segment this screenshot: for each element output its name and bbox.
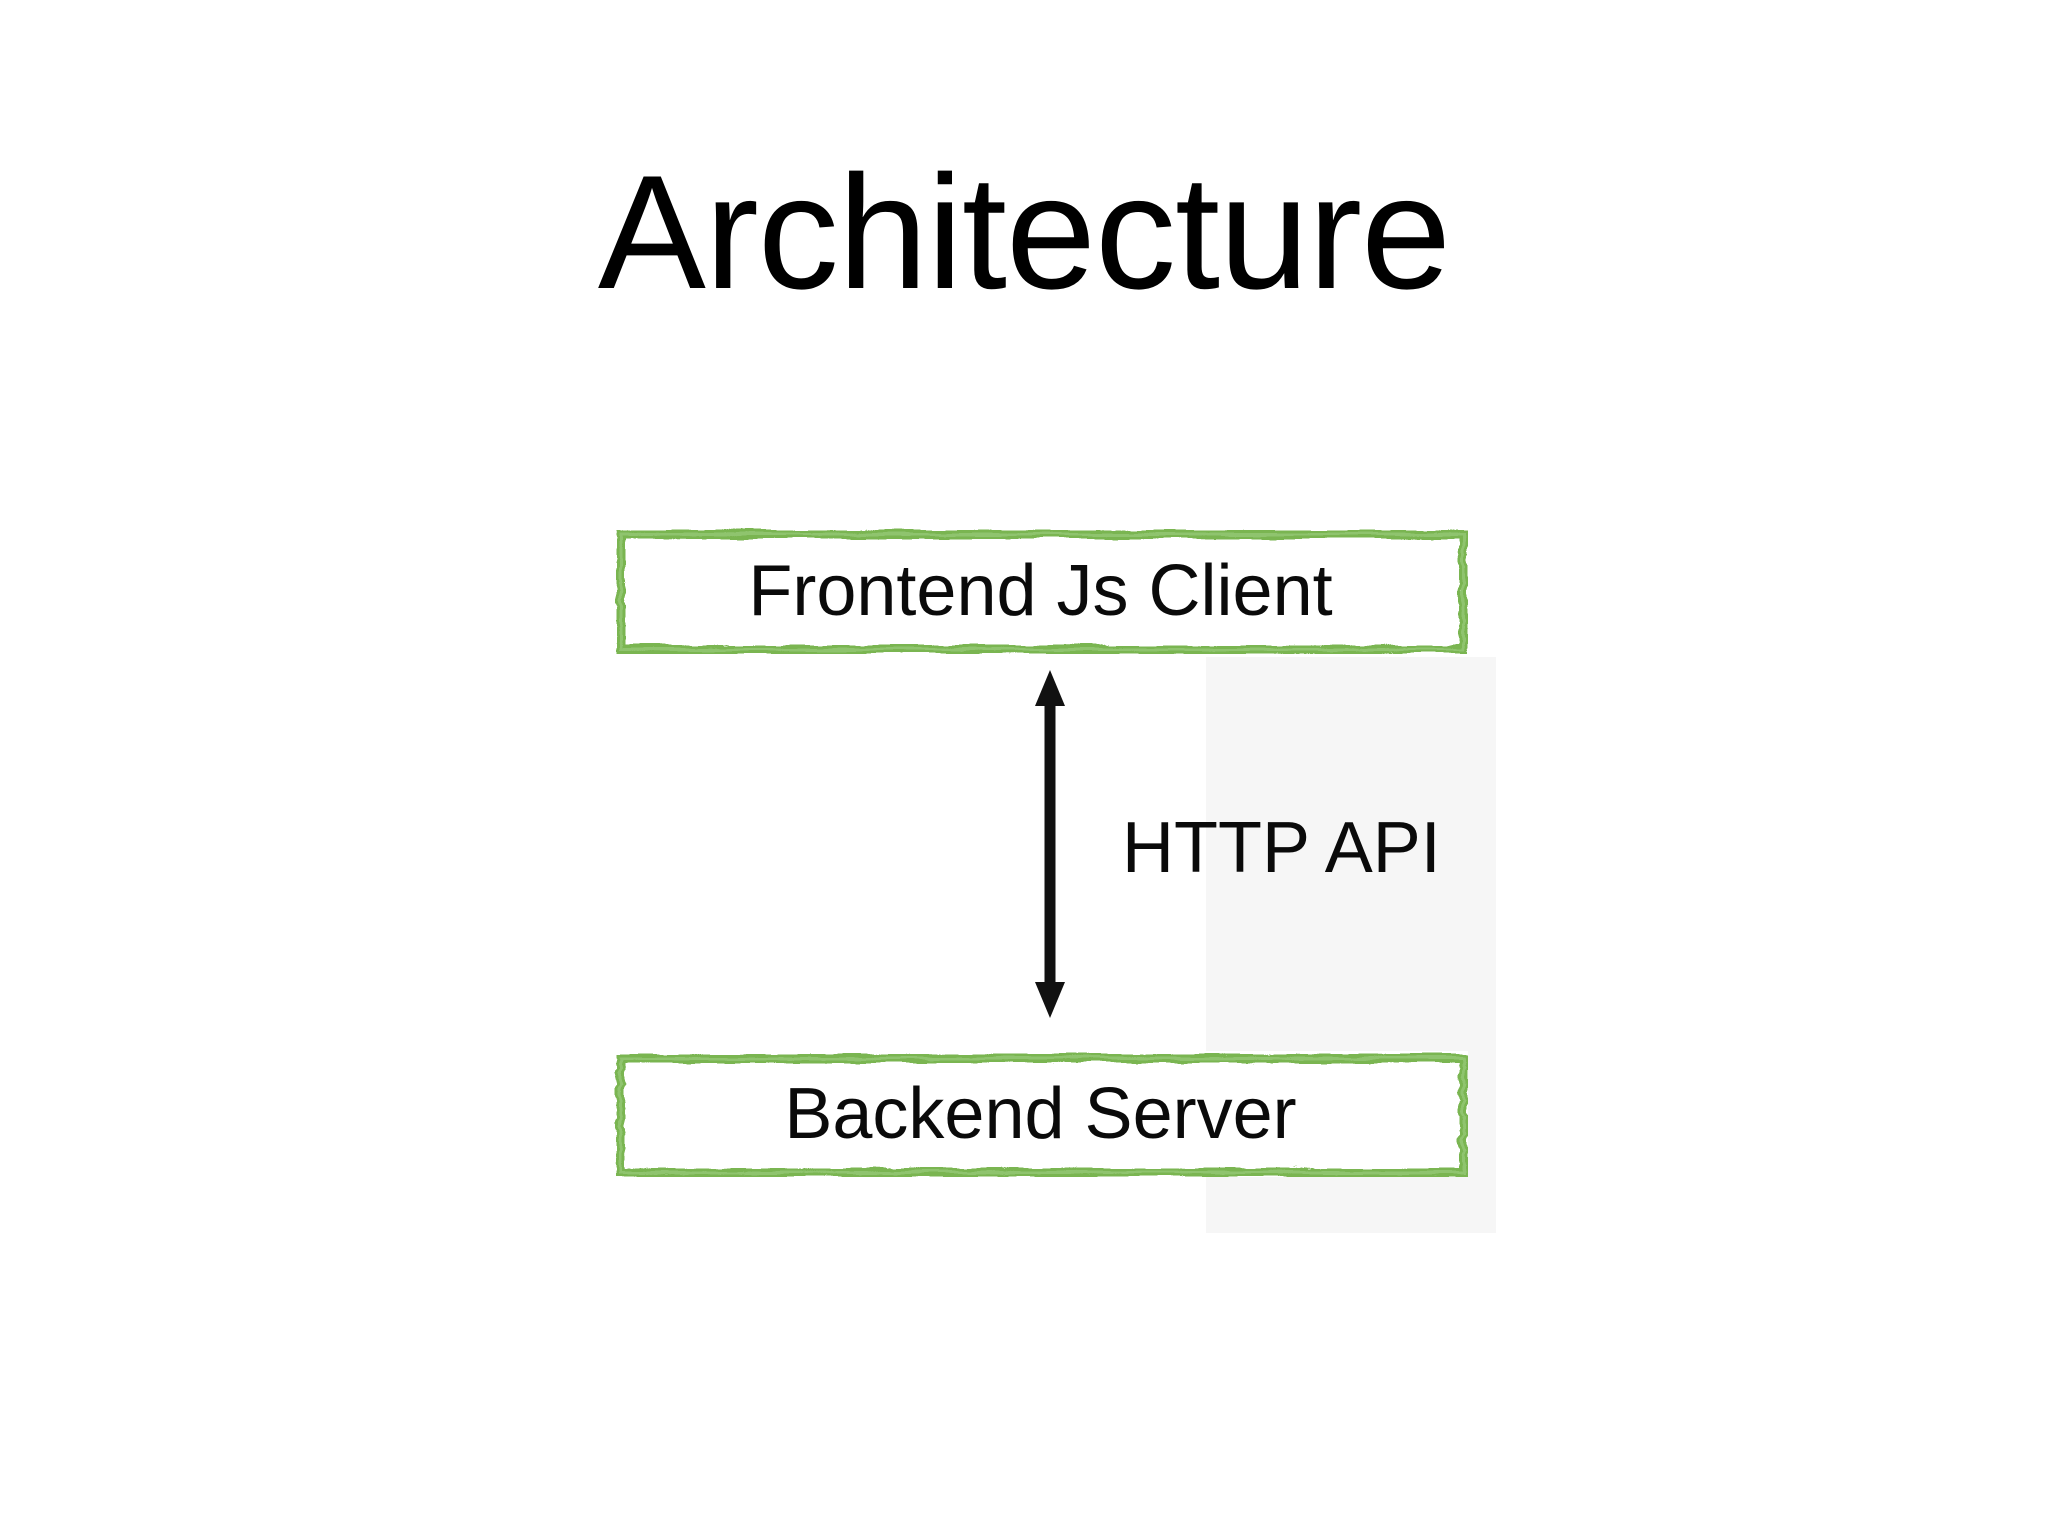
- frontend-box: Frontend Js Client: [613, 527, 1468, 654]
- double-headed-arrow-icon: [1035, 670, 1065, 1018]
- backend-box: Backend Server: [613, 1051, 1468, 1177]
- slide-title: Architecture: [597, 142, 1451, 323]
- backend-box-label: Backend Server: [784, 1074, 1297, 1154]
- frontend-box-label: Frontend Js Client: [748, 550, 1333, 631]
- connection-label: HTTP API: [1122, 808, 1441, 888]
